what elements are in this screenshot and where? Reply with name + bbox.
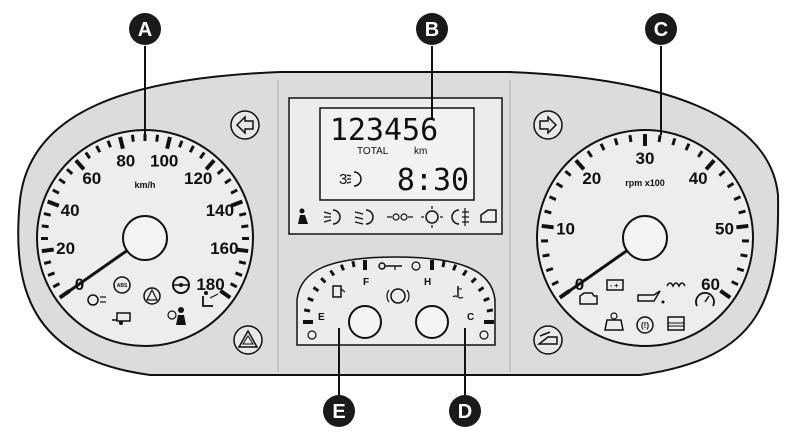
- speedometer-label: 160: [210, 239, 238, 258]
- tachometer-label: 60: [701, 275, 720, 294]
- callout-b: B: [416, 13, 448, 45]
- speedometer-tick: [239, 262, 246, 264]
- svg-text:- +: - +: [610, 283, 618, 290]
- speedometer-tick: [239, 214, 246, 216]
- speedometer-tick: [120, 137, 123, 149]
- callout-e: E: [323, 395, 355, 427]
- fuel-gauge-tick: [304, 310, 310, 311]
- fuel-gauge-hub: [349, 306, 381, 338]
- speedometer-label: 20: [56, 239, 75, 258]
- speedometer-unit: km/h: [134, 180, 155, 190]
- tachometer-tick: [630, 135, 631, 142]
- tachometer-tick: [546, 269, 553, 271]
- fuel-gauge-tick: [308, 298, 314, 300]
- tachometer-tick: [659, 135, 660, 142]
- abs-label: ABS: [117, 283, 128, 289]
- callout-c-label: C: [654, 19, 668, 41]
- speedometer-label: 80: [116, 151, 135, 170]
- tachometer-label: 40: [689, 169, 708, 188]
- total-label: TOTAL: [357, 146, 389, 157]
- temp-gauge-tick: [443, 261, 444, 267]
- temp-gauge-tick: [453, 265, 455, 271]
- tachometer-hub: [623, 216, 667, 260]
- callout-c: C: [645, 13, 677, 45]
- speedometer-label: 140: [206, 201, 234, 220]
- tachometer-tick: [739, 211, 746, 213]
- speedometer-label: 60: [82, 169, 101, 188]
- speedometer-tick: [167, 137, 170, 149]
- fuel-gauge-tick: [341, 265, 343, 271]
- temp-cold-label: C: [467, 312, 474, 323]
- speedometer-tick: [44, 262, 51, 264]
- tachometer-tick: [737, 269, 744, 271]
- speedometer-tick: [42, 250, 54, 252]
- km-label: km: [414, 146, 427, 157]
- callout-a: A: [129, 13, 161, 45]
- speedometer-tick: [157, 135, 158, 142]
- temp-gauge-tick: [484, 298, 490, 300]
- tachometer-label: 30: [636, 149, 655, 168]
- callout-d: D: [449, 395, 481, 427]
- speedometer: 020406080100120140160180 km/h ABS: [37, 130, 253, 346]
- temp-gauge-hub: [416, 306, 448, 338]
- tachometer-tick: [615, 138, 617, 145]
- tachometer-tick: [736, 226, 748, 227]
- clock-value: 8:30: [397, 163, 469, 198]
- speedometer-label: 180: [196, 275, 224, 294]
- light-level: 3: [339, 171, 347, 188]
- callout-d-label: D: [458, 401, 472, 423]
- tachometer-label: 50: [715, 220, 734, 239]
- speedometer-label: 120: [184, 169, 212, 188]
- callout-b-label: B: [425, 19, 439, 41]
- fuel-empty-label: E: [318, 312, 325, 323]
- tachometer-label: 20: [582, 169, 601, 188]
- speedometer-tick: [42, 226, 49, 227]
- service-label: (!): [641, 321, 649, 330]
- multifunction-display: 123456 TOTAL km 3 8:30: [289, 98, 502, 234]
- left-turn-signal: [231, 111, 259, 139]
- speedometer-tick: [241, 226, 248, 227]
- tachometer: 0102030405060 rpm x100 - + (!): [537, 130, 753, 346]
- odometer-value: 123456: [330, 113, 438, 148]
- tachometer-tick: [545, 211, 552, 213]
- fuel-full-label: F: [363, 277, 369, 288]
- tachometer-tick: [542, 226, 554, 227]
- speedometer-tick: [44, 214, 51, 216]
- callout-a-label: A: [138, 19, 152, 41]
- right-turn-signal: [534, 111, 562, 139]
- speedometer-label: 40: [61, 201, 80, 220]
- temp-hot-label: H: [424, 277, 431, 288]
- hood-open-icon: [534, 326, 562, 354]
- speedometer-hub: [123, 216, 167, 260]
- callout-e-label: E: [332, 401, 345, 423]
- tachometer-unit: rpm x100: [625, 178, 665, 188]
- tachometer-label: 10: [556, 220, 575, 239]
- tachometer-tick: [673, 138, 675, 145]
- tachometer-tick: [543, 255, 550, 256]
- temp-gauge-tick: [487, 310, 493, 311]
- speedometer-tick: [132, 135, 133, 142]
- fuel-gauge-tick: [353, 261, 354, 267]
- speedometer-label: 100: [150, 151, 178, 170]
- hazard-warning-icon: [234, 326, 262, 354]
- tachometer-tick: [741, 255, 748, 256]
